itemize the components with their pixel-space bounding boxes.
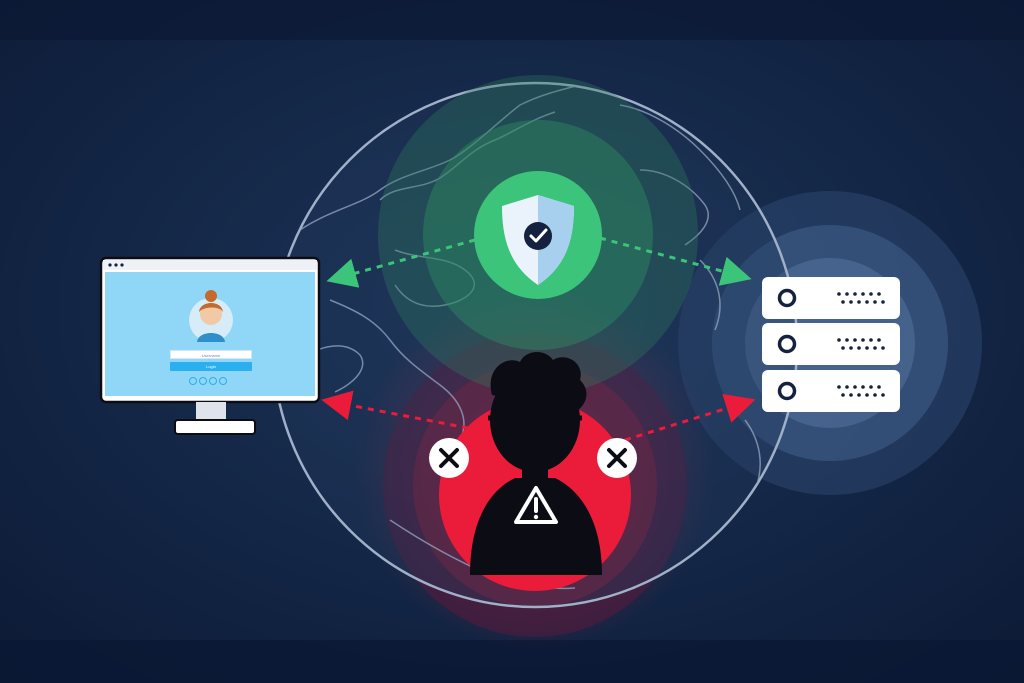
server-unit: [762, 277, 900, 319]
desktop-monitor-icon: [99, 256, 321, 435]
top-band: [0, 0, 1024, 40]
secure-link-arrows: [326, 236, 752, 288]
x-circle-icon: [597, 438, 637, 478]
login-button[interactable]: Login: [170, 362, 252, 371]
threat-node: [429, 351, 637, 591]
social-icons: [189, 377, 227, 385]
shield-check-icon: [502, 195, 574, 285]
x-circle-icon: [429, 438, 469, 478]
hacker-warning-icon: [470, 351, 602, 575]
threat-arrows: [321, 390, 756, 442]
avatar: [189, 290, 233, 342]
server-rack-icon: [762, 277, 900, 412]
username-field[interactable]: Username: [170, 350, 252, 359]
server-unit: [762, 370, 900, 412]
login-card: [158, 288, 264, 392]
secure-node: [378, 75, 698, 395]
server-unit: [762, 323, 900, 365]
